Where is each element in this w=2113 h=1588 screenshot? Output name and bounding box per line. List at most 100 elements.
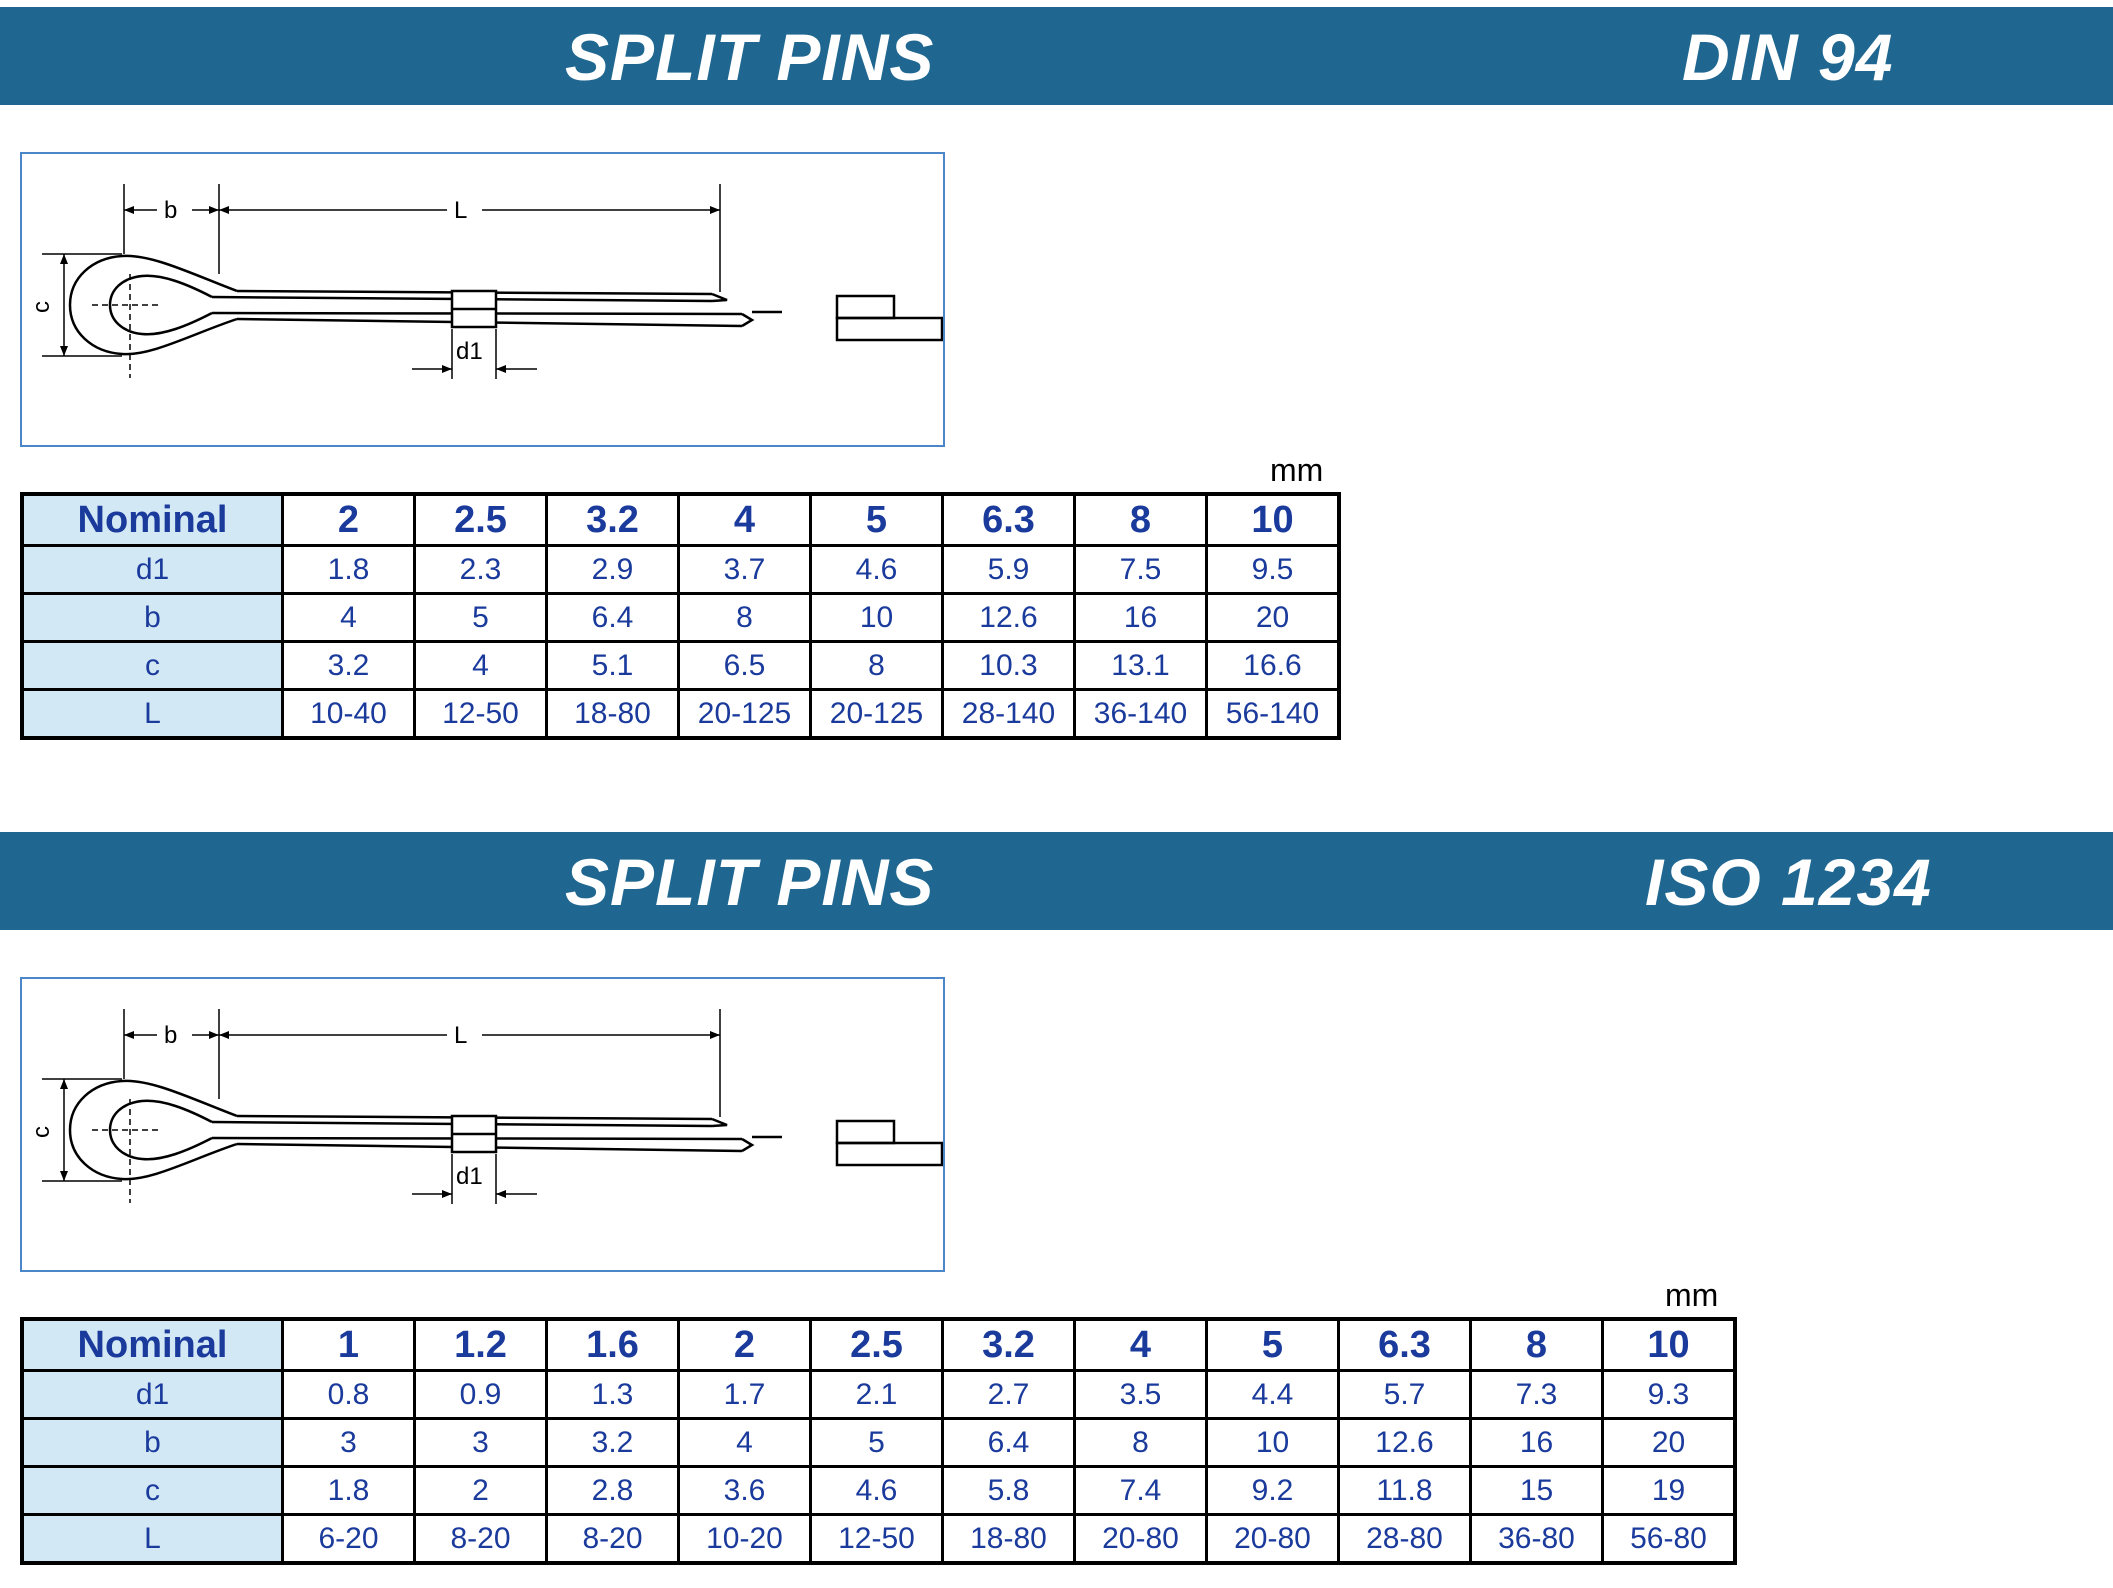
table-cell: 8 [677,592,812,643]
table-cell: 12.6 [941,592,1076,643]
table-row: c 1.8 2 2.8 3.6 4.6 5.8 7.4 9.2 11.8 15 … [20,1465,1737,1516]
table-cell: 4 [677,1417,812,1468]
table-cell: 6.5 [677,640,812,691]
header-nominal: Nominal [20,1317,284,1372]
table-cell: 20-125 [809,688,944,740]
row-label: c [20,640,284,691]
table-cell: 20-125 [677,688,812,740]
row-label: L [20,688,284,740]
table-cell: 7.4 [1073,1465,1208,1516]
dim-label-c: c [28,1126,55,1138]
nominal-value: 6.3 [1337,1317,1472,1372]
dim-label-L: L [454,1022,467,1049]
table-cell: 36-140 [1073,688,1208,740]
table-cell: 5.8 [941,1465,1076,1516]
nominal-value: 1 [281,1317,416,1372]
table-row: c 3.2 4 5.1 6.5 8 10.3 13.1 16.6 [20,640,1341,691]
table-cell: 4 [281,592,416,643]
nominal-value: 8 [1469,1317,1604,1372]
nominal-value: 5 [1205,1317,1340,1372]
table-cell: 10 [1205,1417,1340,1468]
table-cell: 3 [413,1417,548,1468]
table-cell: 3.6 [677,1465,812,1516]
standard-label: ISO 1234 [1645,845,1932,919]
table-cell: 10-40 [281,688,416,740]
row-label: d1 [20,1369,284,1420]
iso1234-spec-table: Nominal 1 1.2 1.6 2 2.5 3.2 4 5 6.3 8 10… [20,1317,1737,1565]
row-label: c [20,1465,284,1516]
table-row: b 3 3 3.2 4 5 6.4 8 10 12.6 16 20 [20,1417,1737,1468]
table-cell: 8 [809,640,944,691]
table-cell: 5 [413,592,548,643]
table-cell: 3.5 [1073,1369,1208,1420]
table-row: d1 1.8 2.3 2.9 3.7 4.6 5.9 7.5 9.5 [20,544,1341,595]
table-cell: 18-80 [941,1513,1076,1565]
table-cell: 8 [1073,1417,1208,1468]
dim-label-d1: d1 [456,1163,483,1190]
table-cell: 9.5 [1205,544,1341,595]
row-label: d1 [20,544,284,595]
nominal-value: 10 [1601,1317,1737,1372]
row-label: b [20,1417,284,1468]
table-cell: 10-20 [677,1513,812,1565]
table-row: L 10-40 12-50 18-80 20-125 20-125 28-140… [20,688,1341,740]
table-cell: 12-50 [413,688,548,740]
split-pin-drawing: b L c d1 [28,184,943,379]
table-cell: 6.4 [941,1417,1076,1468]
table-cell: 1.8 [281,544,416,595]
table-cell: 9.3 [1601,1369,1737,1420]
unit-label: mm [1270,452,1324,488]
table-row: Nominal 2 2.5 3.2 4 5 6.3 8 10 [20,492,1341,547]
table-cell: 0.8 [281,1369,416,1420]
table-cell: 28-80 [1337,1513,1472,1565]
table-cell: 2.7 [941,1369,1076,1420]
table-cell: 20 [1205,592,1341,643]
table-cell: 11.8 [1337,1465,1472,1516]
table-cell: 6.4 [545,592,680,643]
nominal-value: 2 [677,1317,812,1372]
dim-label-c: c [28,301,55,313]
split-pin-drawing: b L c d1 [28,1009,943,1204]
nominal-value: 5 [809,492,944,547]
table-cell: 7.3 [1469,1369,1604,1420]
table-cell: 20-80 [1205,1513,1340,1565]
table-cell: 4.6 [809,1465,944,1516]
table-cell: 2.8 [545,1465,680,1516]
table-cell: 1.8 [281,1465,416,1516]
table-cell: 3.2 [545,1417,680,1468]
table-cell: 4.6 [809,544,944,595]
table-cell: 1.7 [677,1369,812,1420]
dim-label-d1: d1 [456,338,483,365]
table-cell: 20-80 [1073,1513,1208,1565]
nominal-value: 10 [1205,492,1341,547]
nominal-value: 2.5 [413,492,548,547]
table-row: L 6-20 8-20 8-20 10-20 12-50 18-80 20-80… [20,1513,1737,1565]
table-cell: 18-80 [545,688,680,740]
table-row: Nominal 1 1.2 1.6 2 2.5 3.2 4 5 6.3 8 10 [20,1317,1737,1372]
table-cell: 16 [1073,592,1208,643]
nominal-value: 1.6 [545,1317,680,1372]
dim-label-b: b [164,1022,177,1049]
nominal-value: 2.5 [809,1317,944,1372]
standard-label: DIN 94 [1682,20,1894,94]
dim-label-b: b [164,197,177,224]
nominal-value: 2 [281,492,416,547]
table-cell: 16.6 [1205,640,1341,691]
table-cell: 6-20 [281,1513,416,1565]
din94-spec-table: Nominal 2 2.5 3.2 4 5 6.3 8 10 d1 1.8 2.… [20,492,1341,740]
table-cell: 2.9 [545,544,680,595]
table-cell: 36-80 [1469,1513,1604,1565]
row-label: L [20,1513,284,1565]
dim-label-L: L [454,197,467,224]
table-cell: 3.2 [281,640,416,691]
table-cell: 20 [1601,1417,1737,1468]
table-cell: 19 [1601,1465,1737,1516]
table-cell: 8-20 [545,1513,680,1565]
table-cell: 12-50 [809,1513,944,1565]
section-title: SPLIT PINS [565,845,935,919]
table-cell: 7.5 [1073,544,1208,595]
nominal-value: 1.2 [413,1317,548,1372]
table-row: b 4 5 6.4 8 10 12.6 16 20 [20,592,1341,643]
split-pin-diagram: b L c d1 [20,152,945,447]
table-cell: 5 [809,1417,944,1468]
